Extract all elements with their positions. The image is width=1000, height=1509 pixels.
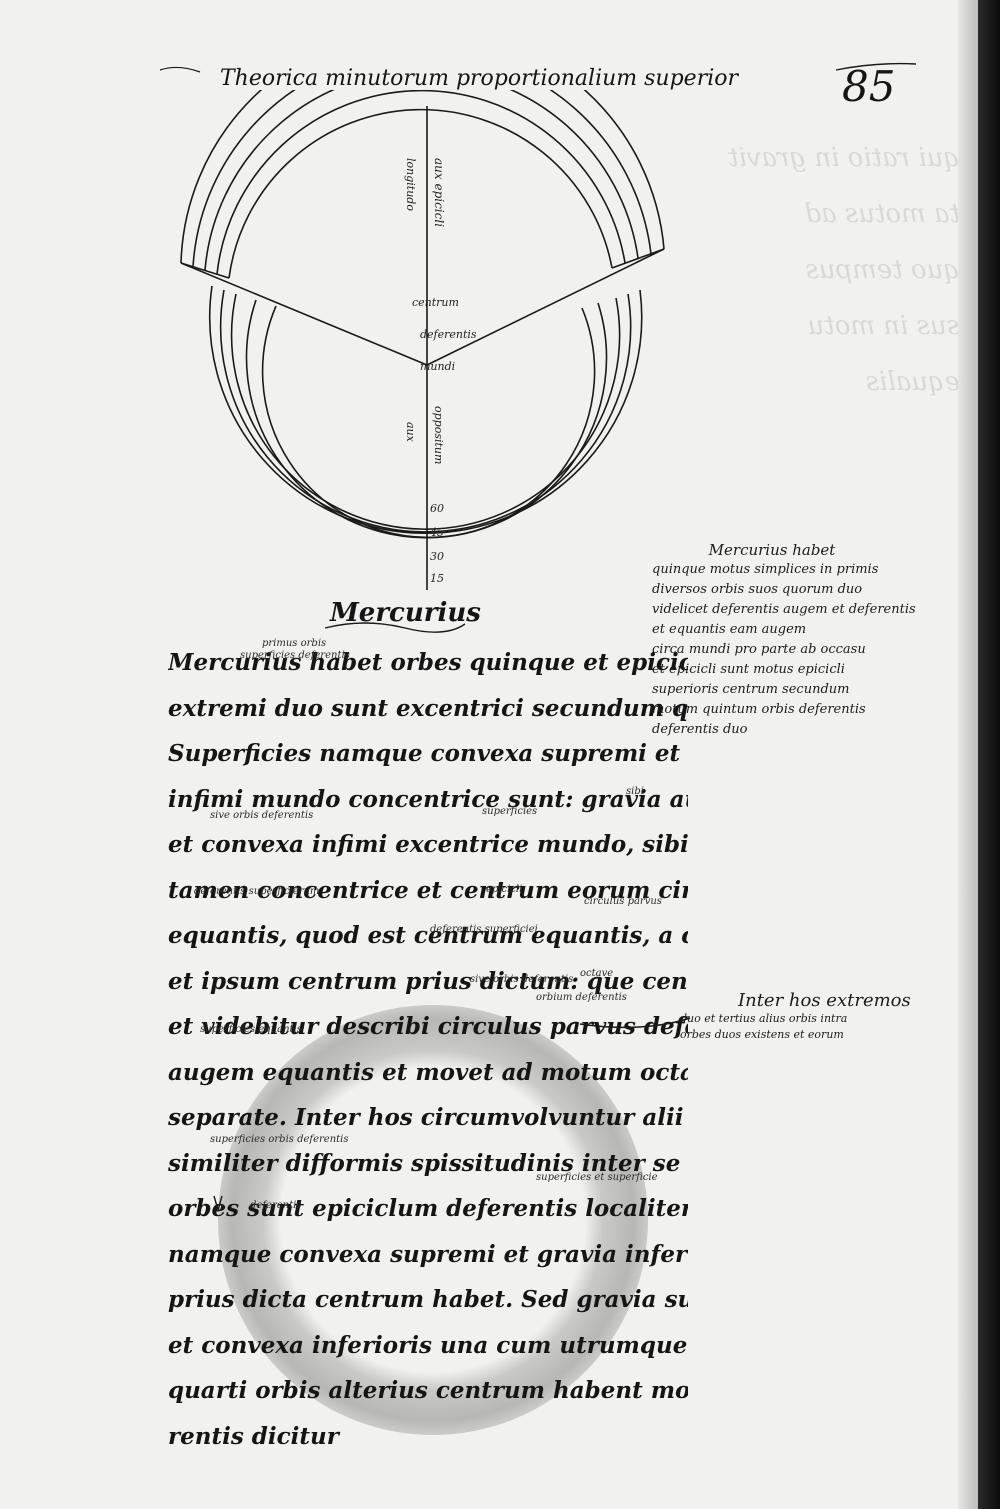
interlinear-gloss: deferentis superficiei — [430, 924, 538, 935]
interlinear-gloss: deferentis superficierum — [194, 886, 320, 897]
text-line: augem equantis et movet ad motum octave … — [168, 1058, 688, 1086]
main-text-block: Mercurius habet orbes quinque et epicicl… — [168, 640, 688, 1459]
text-line: infimi mundo concentrice sunt: gravia au… — [168, 785, 688, 813]
diagram-label-oppositum: oppositum — [432, 406, 445, 465]
lower-arc-1 — [208, 285, 643, 535]
left-radius — [180, 262, 428, 366]
margin-note-line: videlicet deferentis augem et deferentis — [652, 602, 916, 617]
text-line: Superficies namque convexa supremi et gr… — [168, 740, 688, 767]
running-title: Theorica minutorum proportionalium super… — [220, 66, 739, 91]
right-radius — [426, 248, 665, 366]
diagram-label-centrum: centrum — [412, 296, 459, 309]
margin-note-mercurius: Mercurius habet quinque motus simplices … — [652, 540, 932, 740]
text-line: namque convexa supremi et gravia inferio… — [168, 1240, 688, 1268]
text-line: extremi duo sunt excentrici secundum qui… — [168, 694, 688, 722]
interlinear-gloss: deferentis — [250, 1200, 302, 1211]
upper-arc-3 — [204, 90, 639, 271]
text-line: orbes sunt epiciclum deferentis localite… — [168, 1195, 688, 1222]
heading-flourish — [324, 622, 466, 633]
line-strokes — [159, 62, 917, 1213]
text-line: et ipsum centrum prius dictum: que centr… — [168, 967, 688, 995]
margin-note-title: Mercurius habet — [708, 541, 836, 559]
text-line: et convexa infimi excentrice mundo, sibi… — [168, 831, 688, 858]
interlinear-gloss: superficies orbis deferentis — [210, 1134, 349, 1145]
upper-arc-4 — [216, 90, 626, 275]
interlinear-gloss: epicicli — [486, 884, 523, 895]
text-line: equantis, quod est centrum equantis, a c… — [168, 922, 688, 949]
interlinear-gloss: sive orbis deferentis — [470, 974, 574, 985]
upper-arc-1 — [180, 90, 665, 264]
folio-number: 85 — [842, 62, 896, 111]
book-binding — [978, 0, 1000, 1509]
pointer-mark — [213, 1195, 223, 1213]
interlinear-gloss: superficies — [482, 806, 538, 817]
lower-arc-2 — [219, 289, 632, 533]
margin-note-line: quinque motus simplices in primis — [652, 562, 879, 577]
margin-link-stroke — [579, 1017, 691, 1029]
text-line: tamen concentrice et centrum eorum circa… — [168, 876, 688, 904]
scale-label-45: 45 — [430, 526, 444, 539]
circular-stain — [218, 1005, 648, 1435]
folio-underline — [835, 62, 917, 71]
scale-label-15: 15 — [430, 572, 444, 585]
text-line: et convexa inferioris una cum utrumque s… — [168, 1331, 688, 1359]
diagram-label-longitudo: longitudo — [404, 158, 417, 211]
margin-note-line: et equantis eam augem — [652, 622, 807, 637]
manuscript-page: qui ratio in gravit ta motus ad quo temp… — [0, 0, 978, 1509]
margin-note-title: Inter hos extremos — [738, 990, 911, 1011]
text-line: rentis dicitur — [168, 1422, 339, 1450]
margin-note-line: et epicicli sunt motus epicicli — [652, 662, 845, 677]
scale-label-60: 60 — [430, 502, 444, 515]
interlinear-gloss: orbium deferentis — [536, 992, 627, 1003]
diagram-label-aux: aux — [404, 422, 417, 442]
page-edge — [958, 0, 978, 1509]
text-line: quarti orbis alterius centrum habent mob… — [168, 1377, 688, 1404]
interlinear-gloss: sibi — [626, 786, 644, 797]
upper-arc-2 — [192, 90, 652, 268]
text-line: prius dicta centrum habet. Sed gravia su… — [168, 1286, 688, 1313]
diagram-label-aux-epicicli: aux epicicli — [432, 158, 446, 228]
margin-note-line: circa mundi pro parte ab occasu — [652, 642, 866, 657]
text-line: separate. Inter hos circumvolvuntur alii… — [168, 1104, 688, 1131]
interlinear-gloss: superficies et superficie — [536, 1172, 658, 1183]
upper-arc-5 — [228, 108, 613, 279]
margin-note-line: motum quintum orbis deferentis — [652, 702, 866, 717]
margin-note-line: deferentis duo — [652, 722, 748, 737]
margin-note-line: orbes duos existens et eorum — [680, 1028, 844, 1041]
interlinear-gloss: superficies equantis — [200, 1024, 302, 1035]
diagram-label-mundi: mundi — [420, 360, 456, 373]
text-line: similiter difformis spissitudinis inter … — [168, 1149, 688, 1177]
astronomical-diagram — [180, 90, 665, 590]
interlinear-gloss: primus orbis — [262, 638, 327, 649]
interlinear-gloss: octave — [580, 968, 614, 979]
lower-arc-3 — [230, 293, 621, 530]
interlinear-gloss: circulus parvus — [584, 896, 662, 907]
diagram-label-deferentis: deferentis — [420, 328, 477, 341]
margin-note-line: duo et tertius alius orbis intra — [680, 1012, 848, 1025]
title-flourish — [159, 66, 201, 73]
interlinear-gloss: superficies deferentis — [240, 650, 350, 661]
scale-label-30: 30 — [430, 550, 444, 563]
left-edge-tick — [180, 262, 230, 279]
text-line: Mercurius habet orbes quinque et epicicl… — [168, 649, 688, 676]
margin-note-inter-hos: Inter hos extremos duo et tertius alius … — [680, 990, 950, 1043]
margin-note-line: diversos orbis suos quorum duo — [652, 582, 863, 597]
margin-note-line: superioris centrum secundum — [652, 682, 850, 697]
interlinear-gloss: sive orbis deferentis — [210, 810, 314, 821]
right-edge-tick — [611, 248, 665, 269]
